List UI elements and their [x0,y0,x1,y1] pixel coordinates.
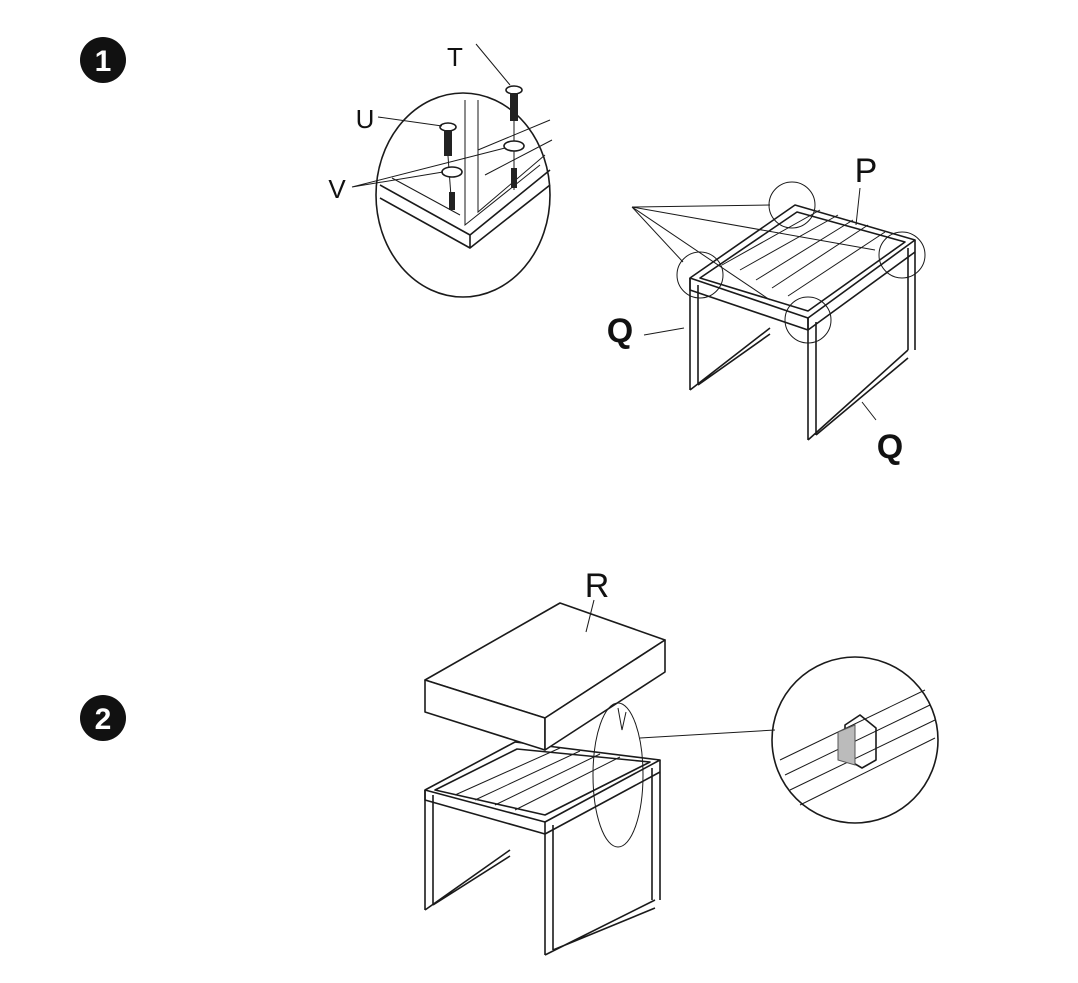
label-p: P [855,152,878,190]
step-2-detail [592,656,939,848]
step-1-badge: 1 [80,37,126,83]
screw-t-icon [505,85,523,190]
step-2-badge: 2 [80,695,126,741]
washer-v-icon [441,140,525,178]
step-1-detail-circle: T U V [328,42,553,298]
step-1-number: 1 [95,45,112,78]
label-q-left: Q [607,312,633,350]
cushion-r: R [424,567,666,751]
step-2-frame [424,741,661,956]
screw-u-icon [439,122,457,211]
step-2-number: 2 [95,703,112,736]
fastening-clip-icon [837,714,877,769]
label-u: U [356,104,375,134]
label-q-right: Q [877,428,903,466]
step-1-frame-assembly: P Q Q [607,152,926,466]
label-v: V [328,174,346,204]
label-r: R [585,567,610,605]
label-t: T [447,42,463,72]
